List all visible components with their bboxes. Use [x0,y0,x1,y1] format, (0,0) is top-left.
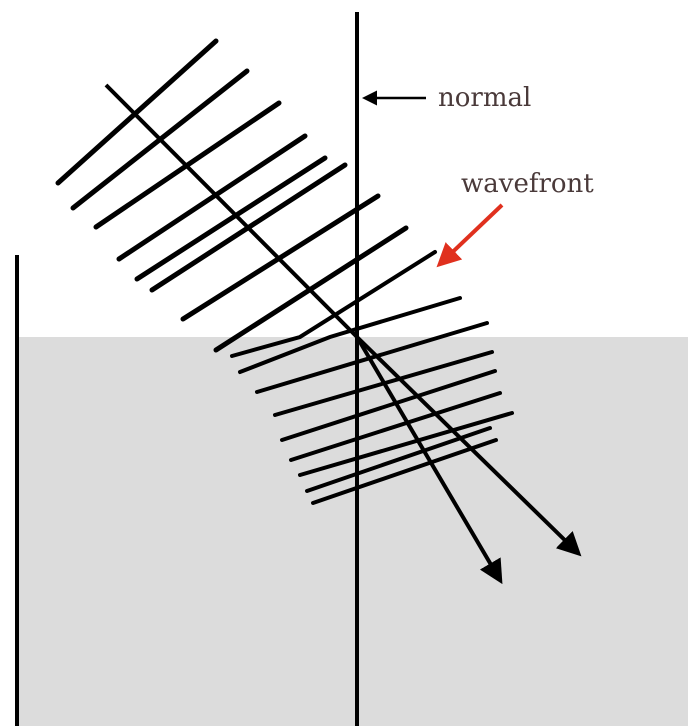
wavefront-line [230,250,437,358]
wavefront-line [298,411,514,477]
wavefront-line [116,133,308,262]
wavefront-line [255,321,489,394]
refracted-ray [355,335,582,557]
normal-label: normal [438,83,531,113]
wavefront-line [134,155,328,282]
wavefront-line [238,296,462,374]
bending-wavefronts [230,250,462,374]
incident-ray [104,83,359,339]
refracted-ray [355,335,503,585]
wavefront-line [289,391,502,462]
wavefront-line [280,369,497,442]
wavefront-line [55,38,219,186]
wavefront-pointer-arrow [436,203,504,268]
wavefront-label: wavefront [461,169,594,199]
water-region [17,337,688,726]
wavefront-line [311,438,498,505]
